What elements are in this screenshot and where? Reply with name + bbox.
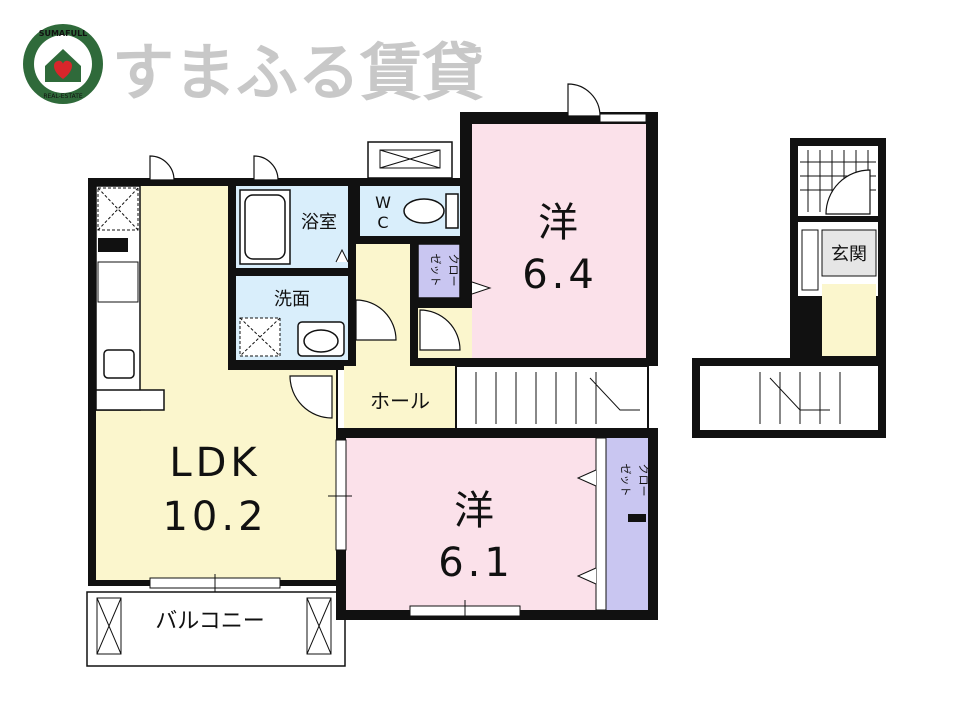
western1-name: 洋: [538, 200, 582, 246]
room-hall: ホール: [289, 244, 456, 428]
wc-line2: C: [377, 213, 388, 232]
room-western-2: クロー ゼット 洋 6.1: [328, 428, 658, 620]
brand-logo: SUMAFULL REAL-ESTATE: [23, 24, 103, 104]
western1-size: 6.4: [522, 252, 598, 298]
closet1-line2: ゼット: [429, 254, 442, 287]
brand-name: すまふる賃貸: [112, 36, 484, 109]
door-ldk-top-2: [253, 155, 279, 181]
room-washroom: 洗面: [236, 276, 348, 360]
washroom-label: 洗面: [274, 289, 310, 310]
closet1-line1: クロー: [447, 254, 460, 287]
balcony-label: バルコニー: [155, 609, 265, 634]
ldk-name: LDK: [169, 440, 260, 486]
room-western-1: クロー ゼット 洋 6.4: [410, 83, 658, 366]
bath-label: 浴室: [301, 212, 337, 233]
hall-label: ホール: [370, 389, 430, 413]
closet2-line2: ゼット: [619, 464, 632, 497]
room-ldk: LDK 10.2: [95, 185, 336, 592]
ldk-size: 10.2: [162, 494, 267, 540]
logo-bottom-text: REAL-ESTATE: [43, 93, 83, 100]
door-ldk-top-1: [149, 155, 175, 181]
logo-top-text: SUMAFULL: [39, 29, 88, 38]
western2-size: 6.1: [438, 540, 514, 586]
western2-name: 洋: [454, 488, 498, 534]
closet2-line1: クロー: [637, 464, 650, 497]
entrance-label: 玄関: [831, 244, 867, 265]
room-bath: 浴室: [236, 186, 349, 268]
entrance-unit: 玄関: [692, 138, 886, 438]
wc-line1: W: [375, 193, 391, 212]
balcony: バルコニー: [86, 591, 346, 667]
staircase-main: [455, 365, 649, 431]
room-wc: W C: [360, 141, 460, 236]
